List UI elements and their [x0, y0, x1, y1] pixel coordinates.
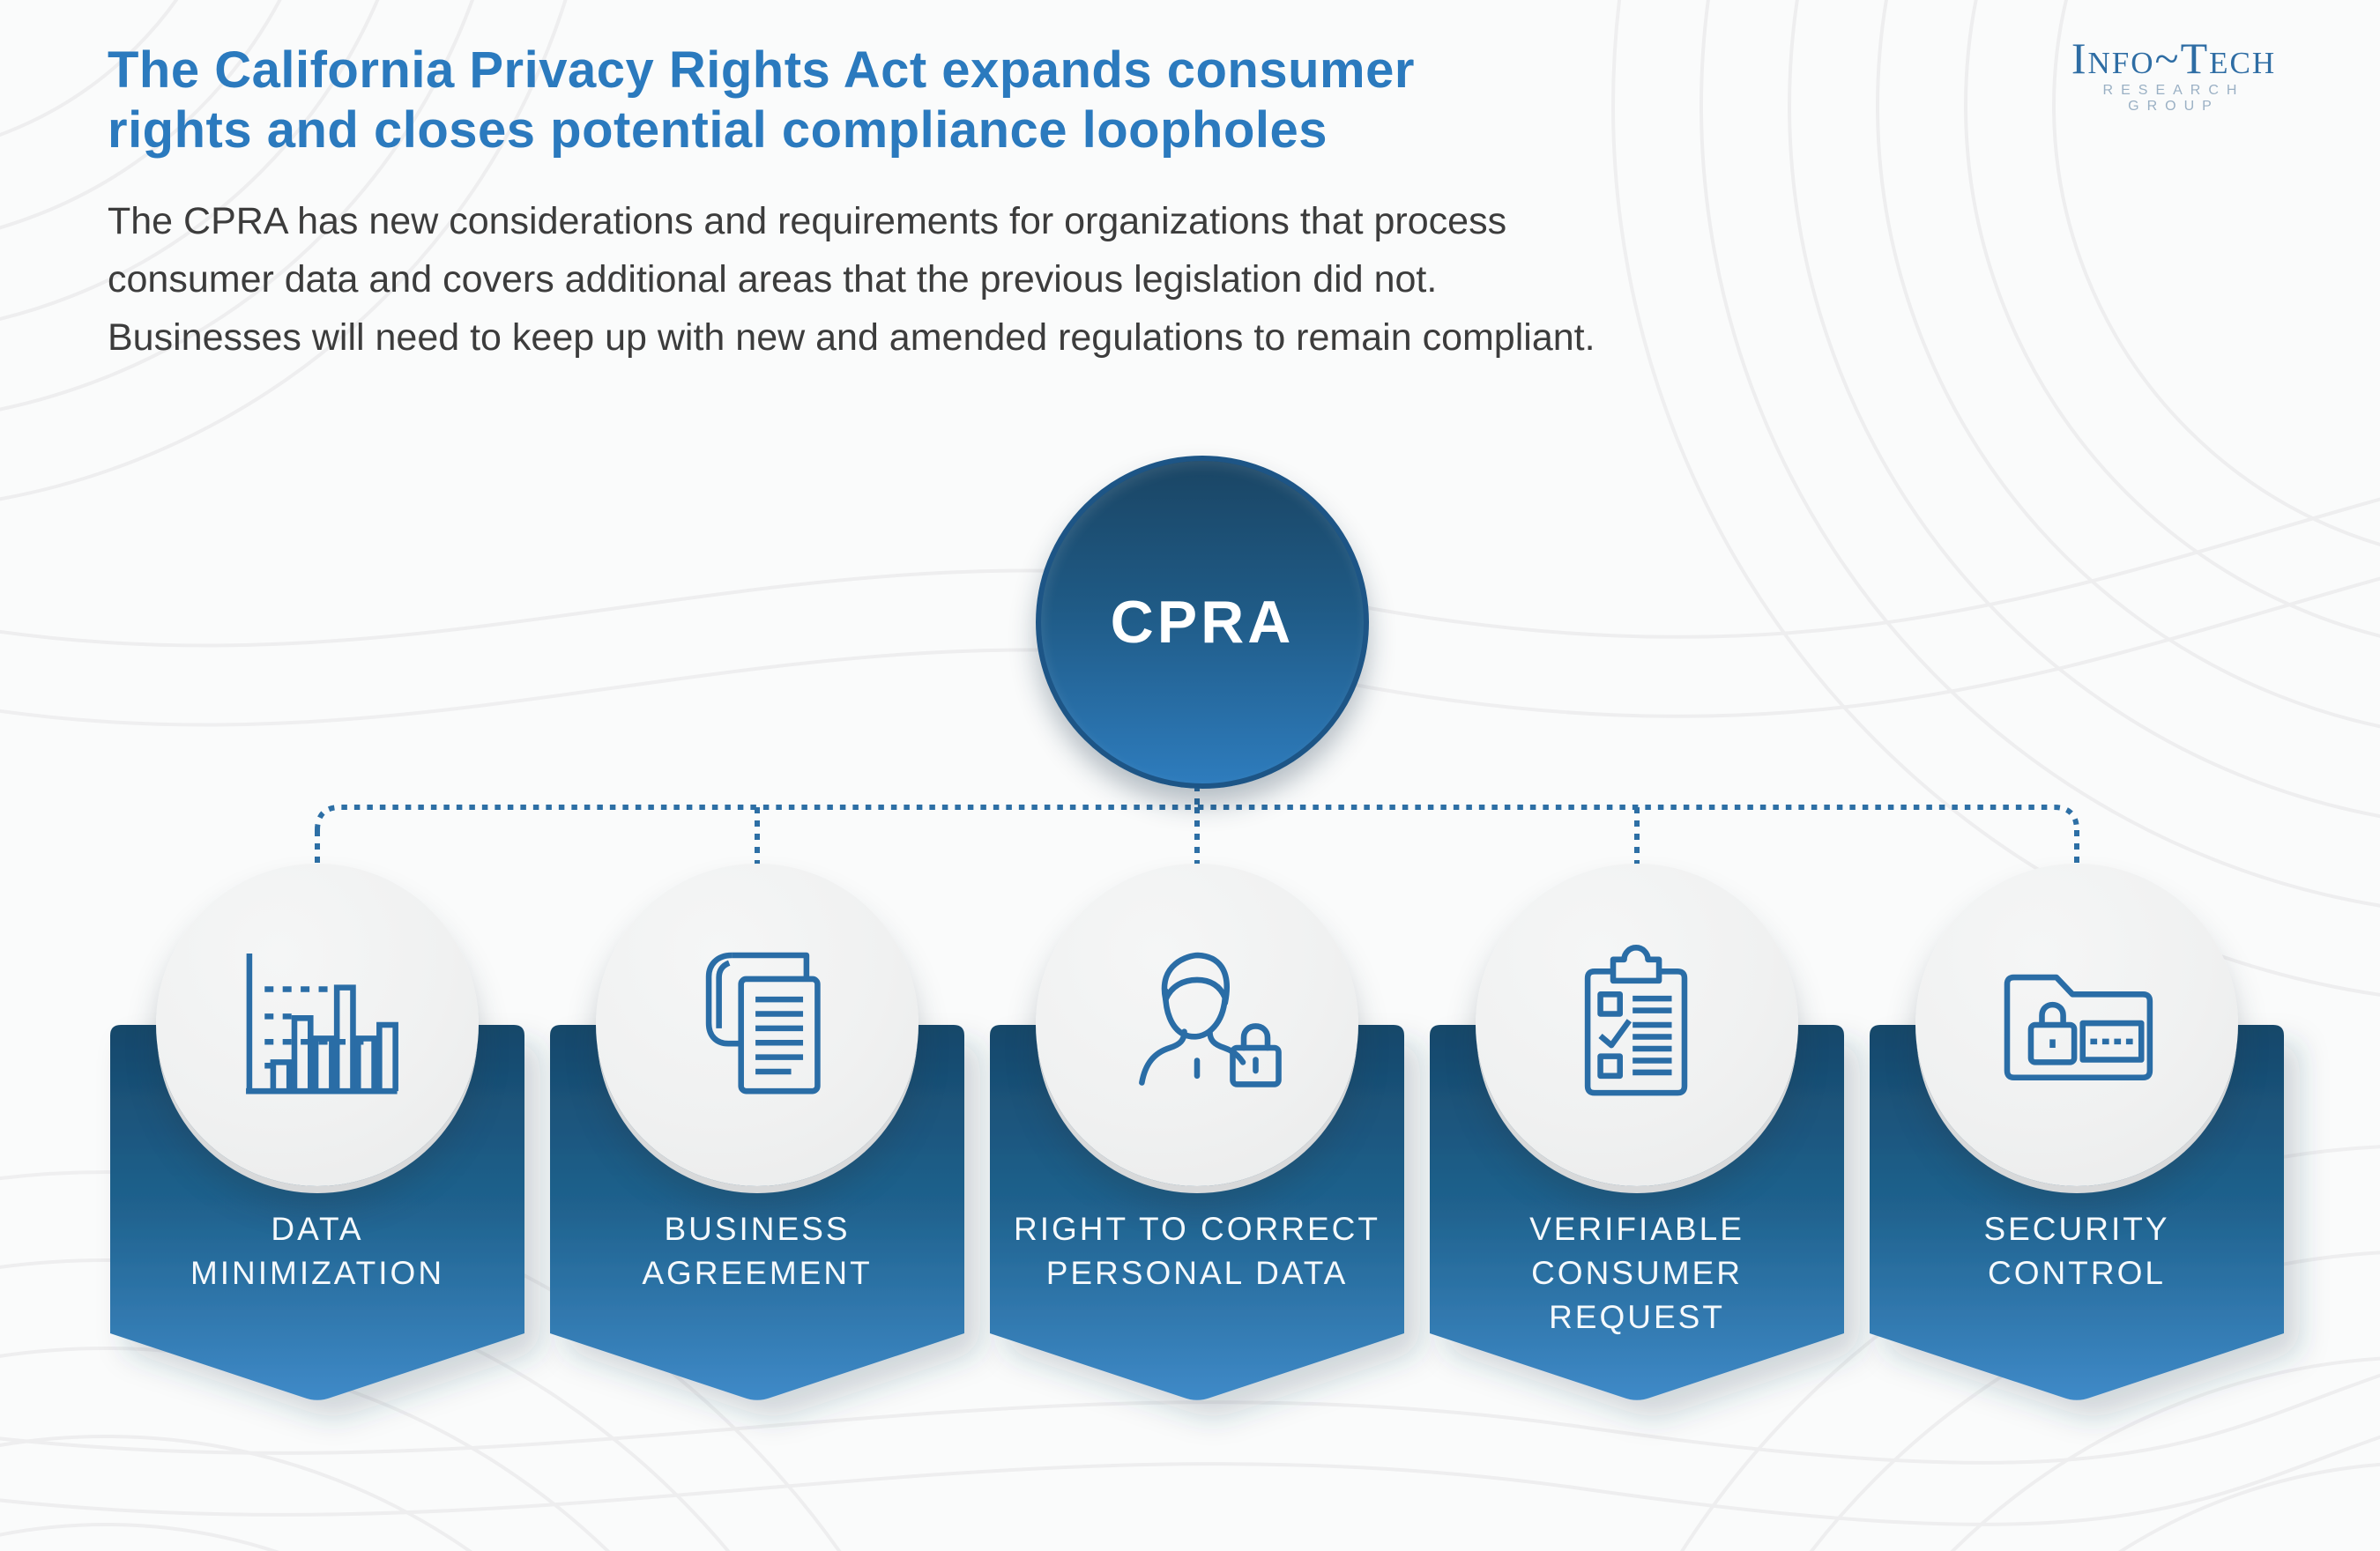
person-lock-icon — [1104, 939, 1290, 1111]
page-subtitle: The CPRA has new considerations and requ… — [108, 200, 1595, 359]
logo-subtext: RESEARCH GROUP — [2102, 83, 2245, 114]
page-title: The California Privacy Rights Act expand… — [108, 41, 1415, 159]
documents-icon — [664, 939, 851, 1111]
node-icon-circle — [596, 864, 919, 1186]
cpra-root-label: CPRA — [1110, 589, 1295, 656]
node-label: RIGHT TO CORRECT PERSONAL DATA — [1014, 1211, 1380, 1291]
folder-lock-icon — [1983, 939, 2170, 1111]
cpra-root-node: CPRA — [1036, 456, 1369, 789]
node-label: BUSINESS AGREEMENT — [642, 1211, 873, 1291]
node-icon-circle — [1476, 864, 1798, 1186]
node-label: VERIFIABLE CONSUMER REQUEST — [1529, 1211, 1744, 1335]
node-icon-circle — [1915, 864, 2238, 1186]
logo-wordmark: Info~Tech — [2071, 33, 2277, 83]
clipboard-checklist-icon — [1543, 939, 1730, 1111]
node-icon-circle — [156, 864, 479, 1186]
node-label: SECURITY CONTROL — [1983, 1211, 2170, 1291]
bar-chart-icon — [224, 939, 411, 1111]
node-icon-circle — [1036, 864, 1358, 1186]
node-label: DATA MINIMIZATION — [190, 1211, 445, 1291]
infotech-logo: Info~Tech RESEARCH GROUP — [2058, 35, 2289, 115]
